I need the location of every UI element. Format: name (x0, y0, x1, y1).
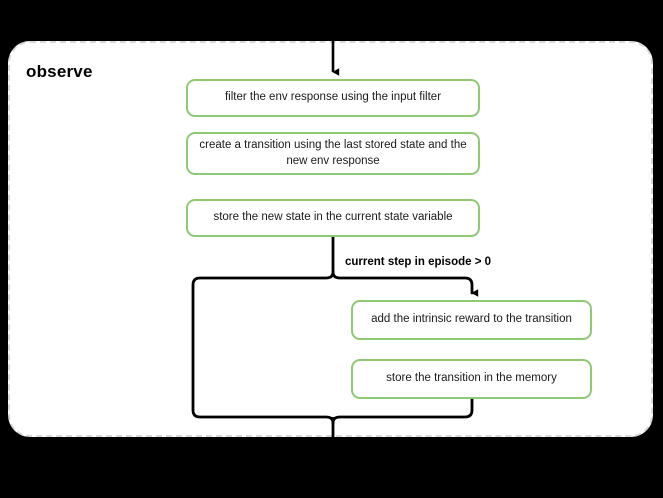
group-title: observe (26, 62, 93, 81)
node-filter-env-response[interactable]: filter the env response using the input … (186, 79, 480, 117)
node-store-transition-memory[interactable]: store the transition in the memory (351, 359, 592, 399)
node-create-transition[interactable]: create a transition using the last store… (186, 132, 480, 175)
node-add-intrinsic-reward[interactable]: add the intrinsic reward to the transiti… (351, 300, 592, 340)
edge-condition-label: current step in episode > 0 (345, 256, 492, 268)
node-store-new-state[interactable]: store the new state in the current state… (186, 199, 480, 237)
